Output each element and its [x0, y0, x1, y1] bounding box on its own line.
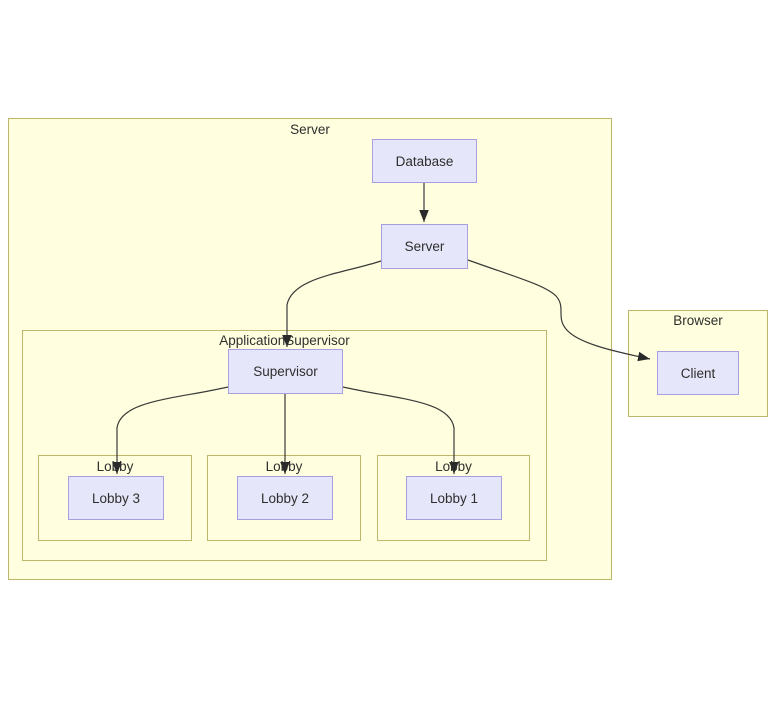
node-client-label: Client	[680, 365, 716, 381]
node-lobby-3-label: Lobby 3	[91, 490, 141, 506]
node-server: Server	[381, 224, 468, 269]
node-lobby-2-label: Lobby 2	[260, 490, 310, 506]
node-database-label: Database	[395, 153, 454, 169]
node-database: Database	[372, 139, 477, 183]
node-lobby-1-label: Lobby 1	[429, 490, 479, 506]
node-supervisor: Supervisor	[228, 349, 343, 394]
node-lobby-2: Lobby 2	[237, 476, 333, 520]
node-lobby-3: Lobby 3	[68, 476, 164, 520]
node-supervisor-label: Supervisor	[253, 364, 318, 379]
node-client: Client	[657, 351, 739, 395]
node-server-label: Server	[404, 239, 445, 254]
node-lobby-1: Lobby 1	[406, 476, 502, 520]
